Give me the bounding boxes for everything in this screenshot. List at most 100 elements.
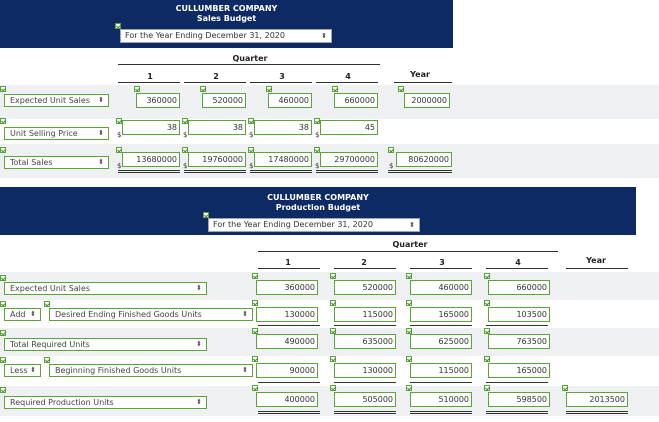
check-icon	[562, 385, 568, 391]
check-icon	[252, 273, 258, 279]
production-period-value: For the Year Ending December 31, 2020	[213, 220, 373, 229]
currency-symbol: $	[315, 131, 320, 139]
sales-total-q2-input[interactable]: 19760000	[188, 152, 246, 167]
check-icon	[406, 328, 412, 334]
sales-col-q3: 3	[279, 72, 285, 81]
production-expected-q4-input[interactable]: 660000	[488, 280, 550, 295]
check-icon	[116, 118, 122, 124]
select-arrows-icon: ⬍	[98, 96, 104, 104]
currency-symbol: $	[183, 131, 188, 139]
check-icon	[330, 300, 336, 306]
production-total-q2-input[interactable]: 635000	[334, 334, 396, 349]
sales-price-q1-input[interactable]: 38	[122, 120, 180, 135]
currency-symbol: $	[315, 162, 320, 170]
check-icon	[314, 147, 320, 153]
production-row-total-required-select[interactable]: Total Required Units⬍	[4, 338, 207, 351]
production-company-name: CULLUMBER COMPANY	[267, 193, 369, 202]
check-icon	[484, 273, 490, 279]
production-desired-q4-input[interactable]: 103500	[488, 307, 550, 322]
check-icon	[116, 147, 122, 153]
sales-price-q4-input[interactable]: 45	[320, 120, 378, 135]
production-row-required-production-select[interactable]: Required Production Units⬍	[4, 396, 207, 409]
sales-quarter-label: Quarter	[232, 54, 268, 63]
sales-budget-title: Sales Budget	[196, 14, 257, 23]
production-add-operator-select[interactable]: Add⬍	[4, 308, 41, 321]
production-desired-q2-input[interactable]: 115000	[334, 307, 396, 322]
sales-expected-q2-input[interactable]: 520000	[202, 93, 246, 108]
check-icon	[330, 356, 336, 362]
sales-expected-q4-input[interactable]: 660000	[334, 93, 378, 108]
production-expected-q1-input[interactable]: 360000	[256, 280, 318, 295]
select-arrows-icon: ⬍	[98, 129, 104, 137]
sales-col-q4: 4	[345, 72, 351, 81]
sales-col-q2: 2	[213, 72, 219, 81]
production-less-operator-select[interactable]: Less⬍	[4, 364, 41, 377]
check-icon	[330, 328, 336, 334]
production-col-q2: 2	[361, 258, 367, 267]
check-icon	[484, 385, 490, 391]
check-icon	[0, 118, 6, 124]
select-arrows-icon: ⬍	[30, 310, 36, 318]
production-expected-q2-input[interactable]: 520000	[334, 280, 396, 295]
production-required-q4-input[interactable]: 598500	[488, 392, 550, 407]
sales-total-year-input[interactable]: 80620000	[396, 152, 452, 167]
select-arrows-icon: ⬍	[321, 32, 327, 40]
production-total-q1-input[interactable]: 490000	[256, 334, 318, 349]
production-period-select[interactable]: For the Year Ending December 31, 2020 ⬍	[208, 218, 420, 232]
check-icon	[0, 301, 6, 307]
sales-expected-q3-input[interactable]: 460000	[268, 93, 312, 108]
check-icon	[484, 300, 490, 306]
sales-row-unit-selling-price-select[interactable]: Unit Selling Price⬍	[4, 127, 109, 140]
check-icon	[44, 357, 50, 363]
sales-total-q4-input[interactable]: 29700000	[320, 152, 378, 167]
production-beginning-q3-input[interactable]: 115000	[410, 363, 472, 378]
production-required-q1-input[interactable]: 400000	[256, 392, 318, 407]
select-arrows-icon: ⬍	[196, 340, 202, 348]
check-icon	[0, 147, 6, 153]
production-total-q4-input[interactable]: 763500	[488, 334, 550, 349]
production-required-q2-input[interactable]: 505000	[334, 392, 396, 407]
production-beginning-q2-input[interactable]: 130000	[334, 363, 396, 378]
sales-period-value: For the Year Ending December 31, 2020	[125, 31, 285, 40]
sales-expected-q1-input[interactable]: 360000	[136, 93, 180, 108]
check-icon	[182, 147, 188, 153]
sales-col-q1: 1	[147, 72, 153, 81]
check-icon	[252, 356, 258, 362]
production-desired-q3-input[interactable]: 165000	[410, 307, 472, 322]
sales-company-name: CULLUMBER COMPANY	[175, 4, 278, 13]
sales-row-expected-unit-sales-select[interactable]: Expected Unit Sales⬍	[4, 94, 109, 107]
check-icon	[484, 356, 490, 362]
production-quarter-label: Quarter	[392, 240, 428, 249]
production-beginning-q1-input[interactable]: 90000	[256, 363, 318, 378]
production-col-q4: 4	[515, 258, 521, 267]
production-expected-q3-input[interactable]: 460000	[410, 280, 472, 295]
sales-total-q1-input[interactable]: 13680000	[122, 152, 180, 167]
check-icon	[484, 328, 490, 334]
sales-price-q3-input[interactable]: 38	[254, 120, 312, 135]
production-required-year-input[interactable]: 2013500	[566, 392, 628, 407]
production-row-expected-unit-sales-select[interactable]: Expected Unit Sales⬍	[4, 282, 207, 295]
check-icon	[200, 86, 206, 92]
production-row-desired-ending-select[interactable]: Desired Ending Finished Goods Units⬍	[49, 308, 253, 321]
check-icon	[203, 212, 209, 218]
sales-period-select[interactable]: For the Year Ending December 31, 2020 ⬍	[120, 29, 332, 43]
production-beginning-q4-input[interactable]: 165000	[488, 363, 550, 378]
currency-symbol: $	[117, 162, 122, 170]
check-icon	[266, 86, 272, 92]
check-icon	[0, 275, 6, 281]
check-icon	[406, 385, 412, 391]
currency-symbol: $	[117, 131, 122, 139]
sales-expected-year-input[interactable]: 2000000	[404, 93, 450, 108]
production-required-q3-input[interactable]: 510000	[410, 392, 472, 407]
check-icon	[252, 300, 258, 306]
check-icon	[330, 273, 336, 279]
production-budget-title: Production Budget	[275, 203, 361, 212]
production-row-beginning-select[interactable]: Beginning Finished Goods Units⬍	[49, 364, 253, 377]
production-col-year: Year	[586, 256, 606, 265]
production-desired-q1-input[interactable]: 130000	[256, 307, 318, 322]
production-total-q3-input[interactable]: 625000	[410, 334, 472, 349]
sales-row-total-sales-select[interactable]: Total Sales⬍	[4, 156, 109, 169]
sales-total-q3-input[interactable]: 17480000	[254, 152, 312, 167]
sales-price-q2-input[interactable]: 38	[188, 120, 246, 135]
select-arrows-icon: ⬍	[242, 310, 248, 318]
